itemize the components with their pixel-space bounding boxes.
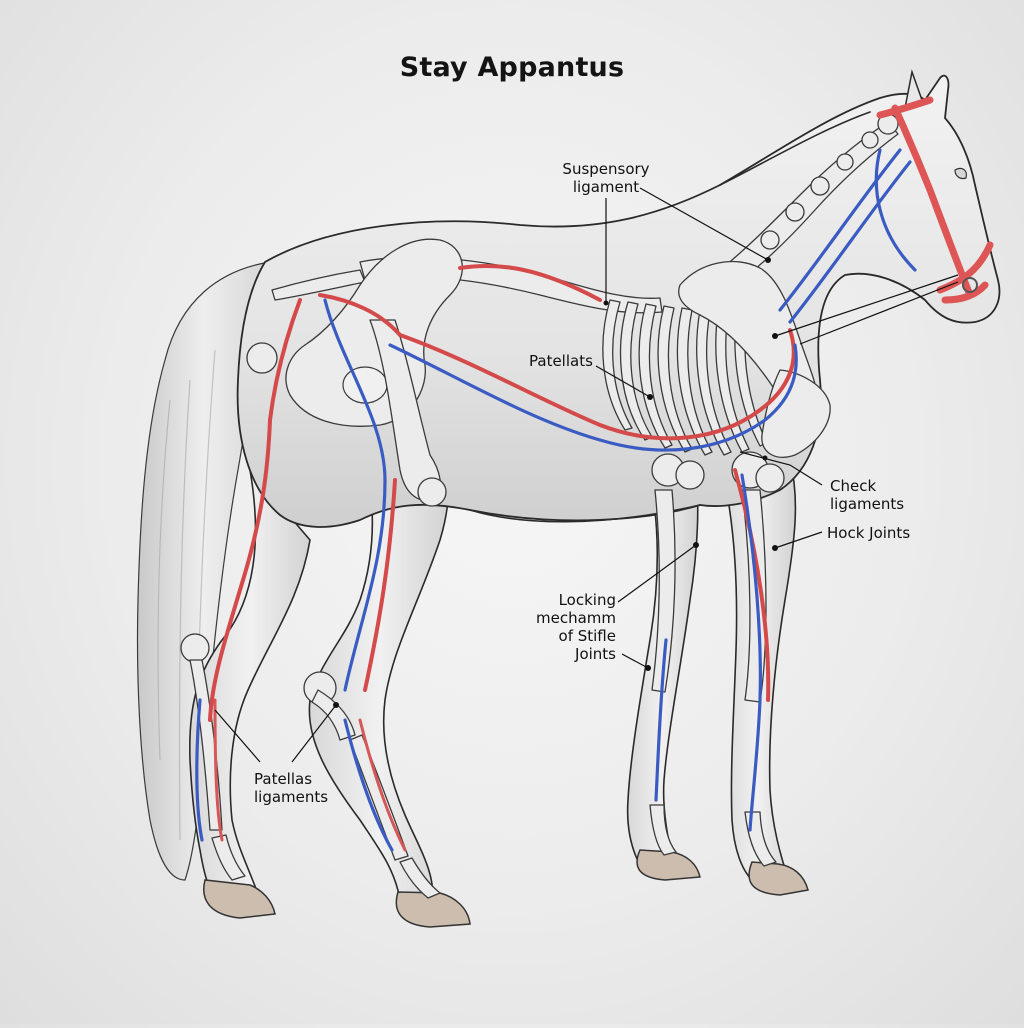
skeleton bbox=[180, 113, 899, 899]
label-suspensory-ligament: Suspensory ligament bbox=[562, 160, 650, 196]
diagram-title: Stay Appantus bbox=[399, 52, 625, 83]
leader-lines bbox=[214, 187, 959, 763]
label-locking-mechanism-stifle: Locking mechamm of Stifle Joints bbox=[535, 591, 616, 663]
label-patellats: Patellats bbox=[529, 352, 593, 370]
vertebra-bumps bbox=[760, 113, 899, 250]
label-patellas-ligaments: Patellas ligaments bbox=[254, 770, 329, 806]
label-check-ligaments: Check ligaments bbox=[830, 477, 905, 513]
label-hock-joints: Hock Joints bbox=[827, 524, 911, 542]
vessels bbox=[195, 148, 912, 852]
halter bbox=[874, 96, 994, 304]
